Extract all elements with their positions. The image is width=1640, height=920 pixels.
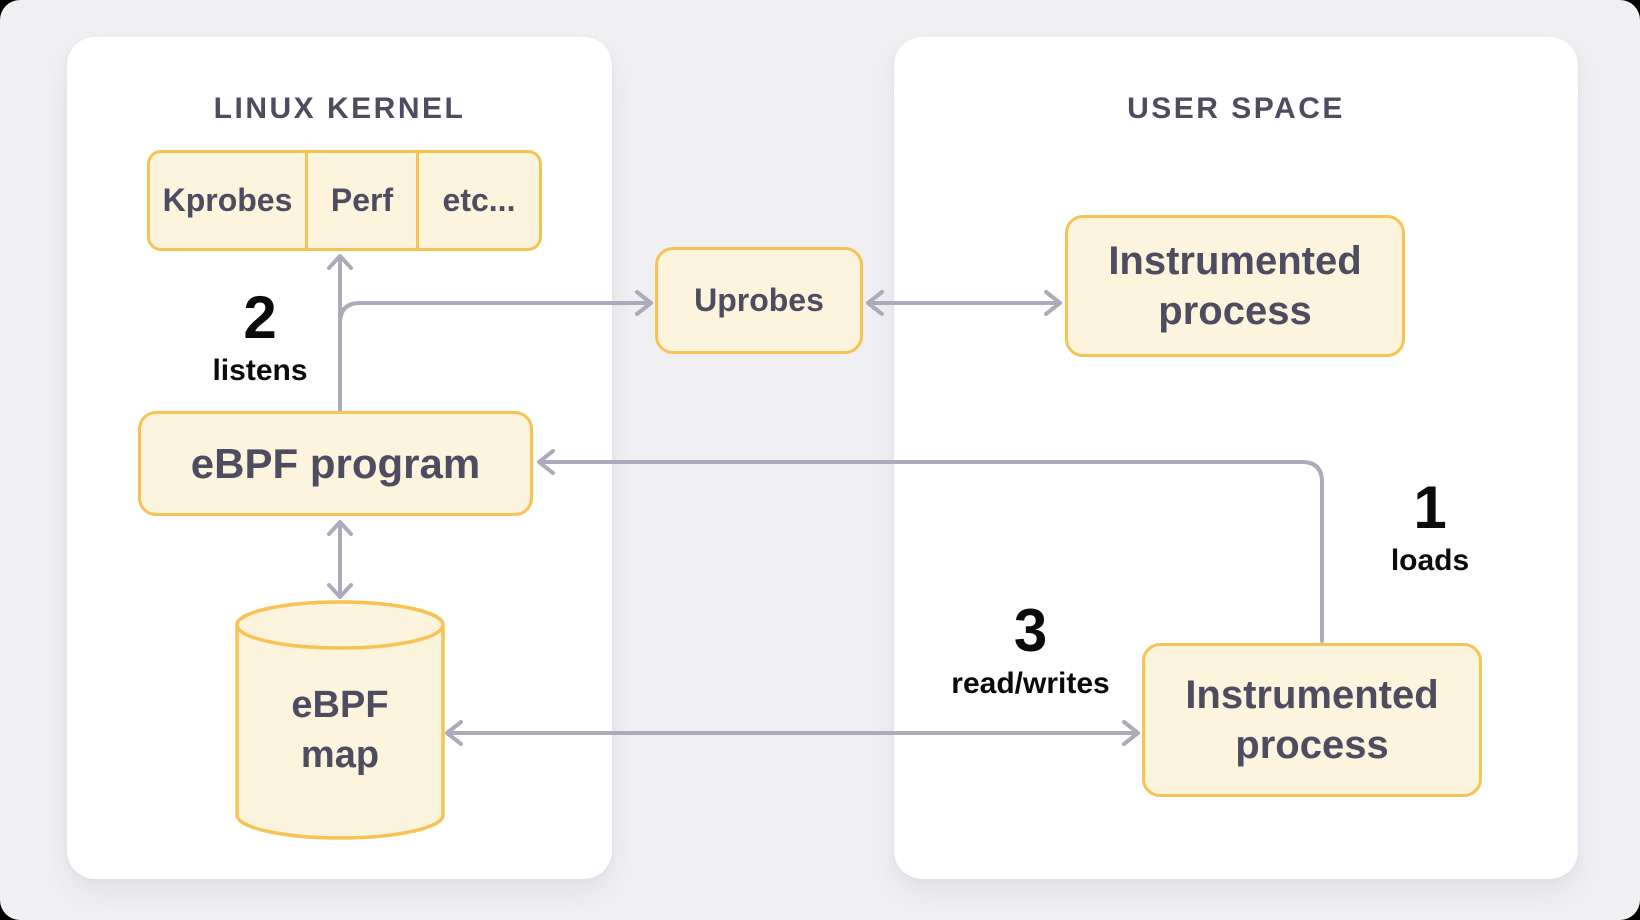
instrumented-process-top-box: Instrumented process: [1065, 215, 1405, 357]
instrumented-process-bottom-box: Instrumented process: [1142, 643, 1482, 797]
probe-cell-kprobes: Kprobes: [162, 182, 293, 218]
step-label-loads: 1 loads: [1360, 475, 1500, 579]
step-number-3: 3: [1013, 597, 1048, 664]
probe-cell-etc: etc...: [416, 153, 539, 248]
linux-kernel-title: LINUX KERNEL: [213, 92, 466, 125]
ebpf-map-label-line2: map: [300, 734, 380, 777]
ebpf-map-label: eBPF map: [247, 680, 433, 780]
ebpf-program-box: eBPF program: [138, 411, 533, 516]
ebpf-map-label-line1: eBPF: [291, 684, 389, 726]
step-text-loads: loads: [1390, 544, 1470, 577]
step-label-listens: 2 listens: [195, 285, 325, 389]
user-space-title: USER SPACE: [1127, 92, 1345, 125]
step-number-1: 1: [1413, 474, 1447, 541]
probe-sources-group: Kprobes Perf etc...: [147, 150, 542, 251]
uprobes-box: Uprobes: [655, 247, 863, 354]
step-text-readwrites: read/writes: [951, 667, 1110, 700]
probe-cell-perf: Perf: [305, 153, 416, 248]
step-number-2: 2: [243, 284, 277, 351]
step-label-readwrites: 3 read/writes: [928, 598, 1133, 702]
step-text-listens: listens: [212, 354, 308, 387]
